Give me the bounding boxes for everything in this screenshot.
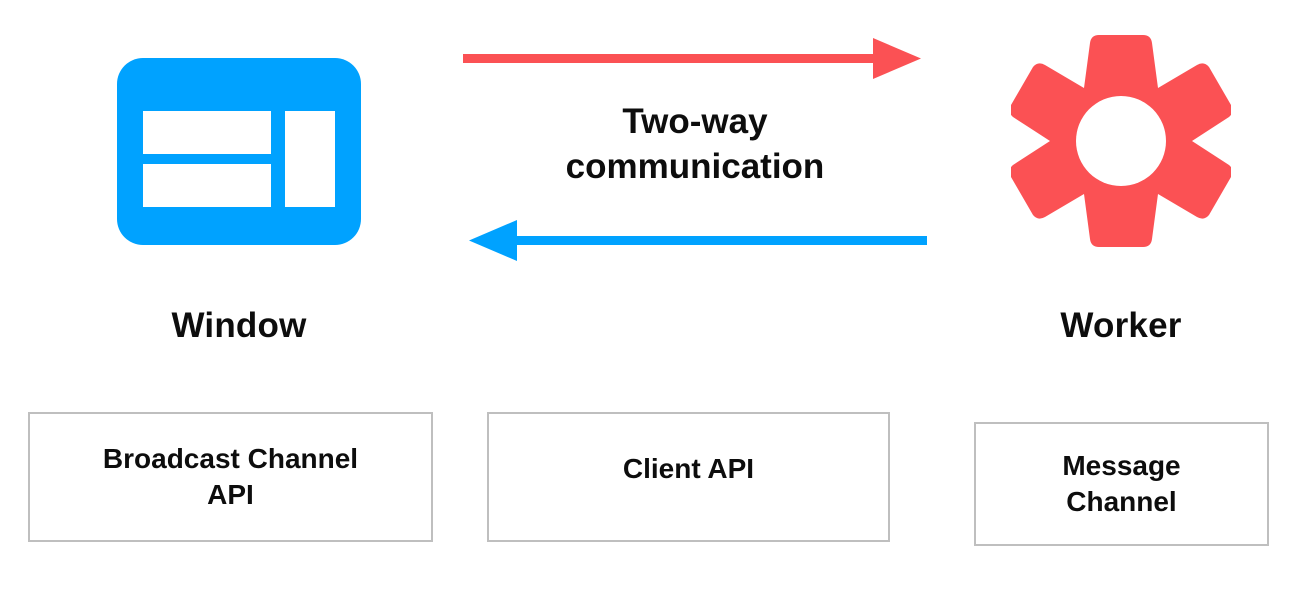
- api-box-label: Message Channel: [1062, 449, 1181, 517]
- api-box-label: Client API: [622, 452, 755, 484]
- api-box-broadcast-channel-api: Broadcast Channel API: [28, 412, 433, 542]
- node-label-worker: Worker: [1060, 306, 1182, 345]
- caption-line-1: Two-way: [622, 102, 768, 141]
- two-way-arrows: [455, 28, 935, 268]
- api-box-label: Broadcast Channel API: [102, 442, 359, 510]
- two-way-communication-caption: Two-way communication: [495, 100, 895, 190]
- api-box-client-api: Client API: [487, 412, 890, 542]
- arrow-right-red: [463, 38, 921, 79]
- caption-line-2: communication: [565, 146, 825, 186]
- arrow-left-blue: [469, 220, 927, 261]
- api-box-message-channel: Message Channel: [974, 422, 1269, 546]
- gear-icon: [1011, 29, 1231, 250]
- node-label-window: Window: [171, 306, 307, 345]
- browser-window-icon: [117, 58, 361, 245]
